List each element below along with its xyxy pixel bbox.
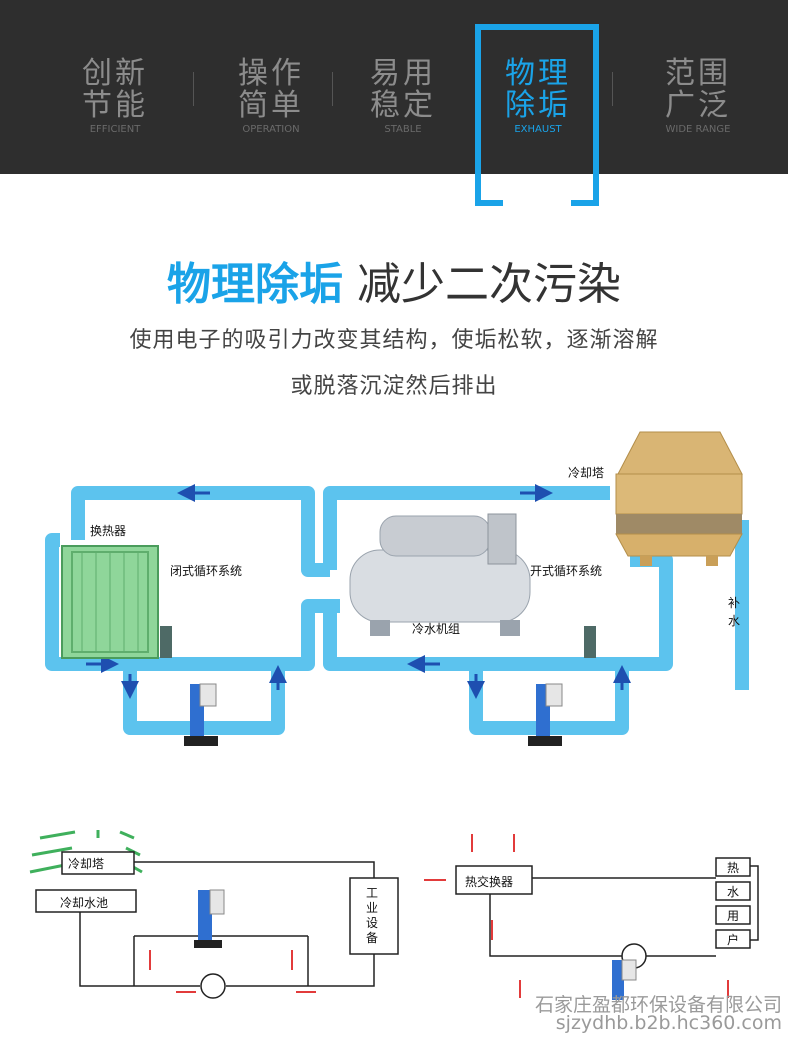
chiller-unit xyxy=(349,513,531,636)
tab-label: 节能 xyxy=(82,88,148,123)
red-flow-arrows xyxy=(424,834,729,998)
label-makeup-water: 补 xyxy=(728,596,741,610)
scale-remover-center xyxy=(194,889,225,948)
tab-operation[interactable]: 操作 简单 OPERATION xyxy=(211,56,331,136)
tab-label: 物理 xyxy=(505,56,571,91)
label-user-char: 户 xyxy=(727,933,740,947)
divider xyxy=(612,72,613,106)
label-heat-exchanger-2: 热交换器 xyxy=(465,875,514,889)
label-heat-exchanger: 换热器 xyxy=(90,524,127,538)
plate-heat-exchanger xyxy=(61,545,159,659)
tab-label: 除垢 xyxy=(505,88,571,123)
label-cooling-tower-2: 冷却塔 xyxy=(68,857,105,871)
tab-sublabel: EXHAUST xyxy=(514,124,562,135)
title-highlight: 物理除垢 xyxy=(167,259,343,310)
tab-label: 操作 xyxy=(238,56,304,91)
frame-corner xyxy=(571,200,599,206)
tab-label: 稳定 xyxy=(370,88,436,123)
divider xyxy=(193,72,194,106)
title-rest: 减少二次污染 xyxy=(357,259,621,310)
tab-label: 易用 xyxy=(370,56,436,91)
heat-exchange-lines xyxy=(455,857,759,969)
scale-remover-left xyxy=(184,683,218,746)
frame-corner xyxy=(475,200,503,206)
tab-wide-range[interactable]: 范围 广泛 WIDE RANGE xyxy=(638,56,758,136)
label-user-char: 用 xyxy=(727,909,740,923)
label-chiller: 冷水机组 xyxy=(412,622,461,636)
label-char: 业 xyxy=(366,901,379,915)
tab-stable[interactable]: 易用 稳定 STABLE xyxy=(343,56,463,136)
tab-label: 广泛 xyxy=(665,88,731,123)
label-user-char: 水 xyxy=(727,885,740,899)
tab-label: 创新 xyxy=(82,56,148,91)
page-title: 物理除垢 减少二次污染 xyxy=(0,248,788,312)
watermark-url: sjzydhb.b2b.hc360.com xyxy=(555,1012,782,1034)
label-closed-loop: 闭式循环系统 xyxy=(170,564,243,578)
label-open-loop: 开式循环系统 xyxy=(530,564,603,578)
label-char: 设 xyxy=(366,916,379,930)
feature-tab-bar xyxy=(0,0,788,174)
tab-label: 简单 xyxy=(238,88,304,123)
tab-sublabel: STABLE xyxy=(384,124,422,135)
tab-sublabel: EFFICIENT xyxy=(89,124,141,135)
description-line-1: 使用电子的吸引力改变其结构，使垢松软，逐渐溶解 xyxy=(129,328,659,353)
pumps xyxy=(160,626,596,658)
tab-exhaust[interactable]: 物理 除垢 EXHAUST xyxy=(478,56,598,136)
scale-remover-right xyxy=(528,683,563,746)
red-flow-arrows xyxy=(149,950,316,993)
cooling-loop-lines xyxy=(35,851,399,999)
cooling-tower xyxy=(615,431,743,566)
watermark-company: 石家庄盈都环保设备有限公司 xyxy=(534,994,782,1016)
label-industrial-equipment: 工 业 设 备 xyxy=(366,886,378,946)
label-char: 备 xyxy=(366,931,379,945)
tab-efficient[interactable]: 创新 节能 EFFICIENT xyxy=(55,56,175,136)
description-line-2: 或脱落沉淀然后排出 xyxy=(290,374,498,399)
tab-sublabel: OPERATION xyxy=(242,124,300,135)
label-cooling-tower: 冷却塔 xyxy=(568,466,605,480)
divider xyxy=(332,72,333,106)
scale-remover-right-small xyxy=(612,959,637,1000)
tab-label: 范围 xyxy=(665,56,731,91)
active-tab-frame xyxy=(475,24,599,204)
label-makeup-water: 水 xyxy=(728,614,741,628)
tab-sublabel: WIDE RANGE xyxy=(665,124,731,135)
label-cooling-pool: 冷却水池 xyxy=(60,896,109,910)
flow-arrows xyxy=(86,484,631,699)
label-user-char: 热 xyxy=(727,861,740,875)
label-char: 工 xyxy=(366,886,379,900)
